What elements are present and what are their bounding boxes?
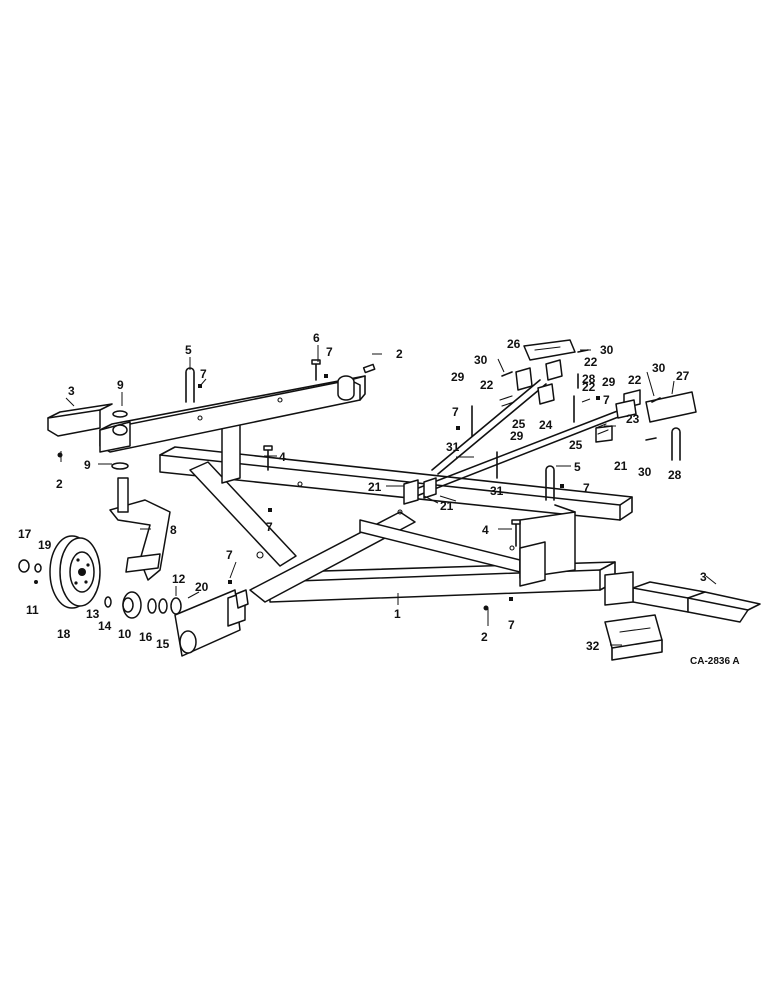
callout-28: 28 (582, 372, 596, 386)
callout-2: 2 (396, 347, 403, 361)
linkage-assembly (403, 339, 697, 505)
callout-15: 15 (156, 637, 170, 651)
callout-22: 22 (628, 373, 642, 387)
callout-1: 1 (394, 607, 401, 621)
callout-27: 27 (676, 369, 690, 383)
callout-12: 12 (172, 572, 186, 586)
callout-21: 21 (614, 459, 628, 473)
callout-3: 3 (68, 384, 75, 398)
callout-30: 30 (638, 465, 652, 479)
callout-8: 8 (170, 523, 177, 537)
callout-2: 2 (481, 630, 488, 644)
callout-26: 26 (507, 337, 521, 351)
callout-5: 5 (574, 460, 581, 474)
callout-22: 22 (582, 380, 596, 394)
spindle-arm (109, 477, 171, 581)
wheel-assembly (18, 535, 182, 619)
callout-10: 10 (118, 627, 132, 641)
callout-18: 18 (57, 627, 71, 641)
callout-5: 5 (185, 343, 192, 357)
hardware (57, 359, 600, 611)
callout-7: 7 (583, 481, 590, 495)
callout-7: 7 (226, 548, 233, 562)
callout-6: 6 (313, 331, 320, 345)
callout-7: 7 (326, 345, 333, 359)
leader-lines (60, 345, 717, 646)
drawing-code: CA-2836 A (690, 656, 740, 667)
main-frame (159, 419, 633, 657)
callout-22: 22 (584, 355, 598, 369)
left-end-bracket (47, 403, 131, 453)
callout-29: 29 (510, 429, 524, 443)
callout-7: 7 (200, 367, 207, 381)
callout-21: 21 (368, 480, 382, 494)
callout-17: 17 (18, 527, 32, 541)
callout-13: 13 (86, 607, 100, 621)
callout-11: 11 (26, 603, 39, 617)
callout-16: 16 (139, 630, 153, 644)
callout-labels: 1 2 2 2 3 3 4 4 5 5 6 7 7 7 7 7 7 7 7 8 … (18, 331, 740, 667)
right-extension (604, 571, 761, 623)
callout-7: 7 (266, 520, 273, 534)
callout-21: 21 (440, 499, 454, 513)
callout-23: 23 (626, 412, 640, 426)
callout-24: 24 (539, 418, 553, 432)
callout-29: 29 (602, 375, 616, 389)
callout-31: 31 (446, 440, 460, 454)
callout-32: 32 (586, 639, 600, 653)
callout-25: 25 (569, 438, 583, 452)
clamp-bracket (604, 614, 663, 661)
callout-30: 30 (474, 353, 488, 367)
callout-7: 7 (603, 393, 610, 407)
callout-22: 22 (480, 378, 494, 392)
callout-3: 3 (700, 570, 707, 584)
callout-31: 31 (490, 484, 504, 498)
callout-30: 30 (652, 361, 666, 375)
callout-30: 30 (600, 343, 614, 357)
callout-7: 7 (508, 618, 515, 632)
callout-4: 4 (279, 450, 286, 464)
callout-9: 9 (84, 458, 91, 472)
callout-7: 7 (452, 405, 459, 419)
callout-14: 14 (98, 619, 112, 633)
callout-9: 9 (117, 378, 124, 392)
callout-25: 25 (512, 417, 526, 431)
callout-20: 20 (195, 580, 209, 594)
callout-28: 28 (668, 468, 682, 482)
callout-19: 19 (38, 538, 52, 552)
callout-2: 2 (56, 477, 63, 491)
callout-29: 29 (451, 370, 465, 384)
callout-4: 4 (482, 523, 489, 537)
